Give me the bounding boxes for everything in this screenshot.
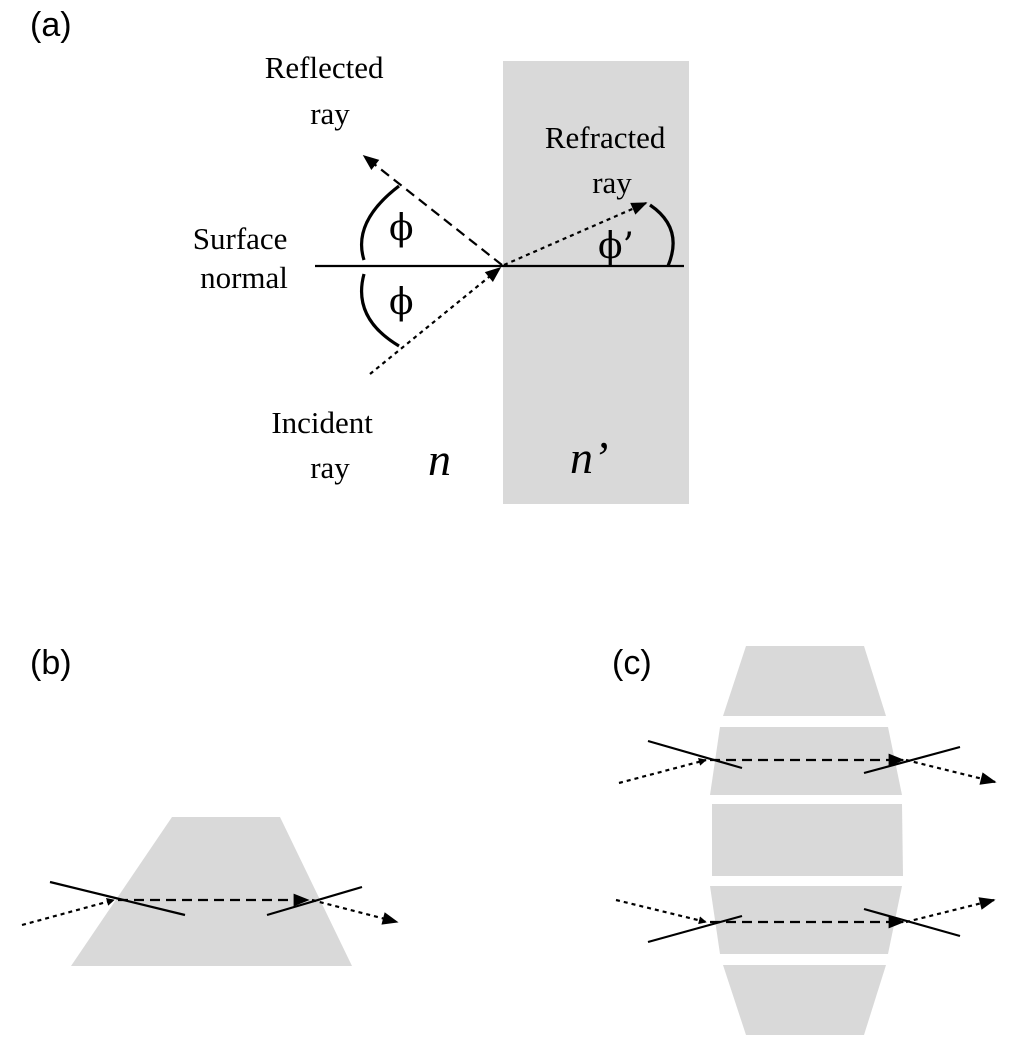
medium-inner-index: n’ [570, 432, 608, 483]
segment-bottom [723, 965, 886, 1035]
panel-b: (b) [21, 644, 399, 966]
lower-left-normal [647, 914, 743, 944]
prism-trapezoid [71, 817, 352, 966]
segment-top [723, 646, 886, 716]
lower-right-normal [863, 907, 961, 938]
incident-angle-symbol: ϕ [389, 282, 414, 323]
medium-outer-index: n [428, 434, 451, 485]
outgoing-ray [311, 898, 399, 925]
reflected-angle-symbol: ϕ [389, 208, 414, 249]
panel-a-tag: (a) [30, 6, 72, 44]
upper-right-normal [863, 745, 961, 775]
incident-ray [369, 266, 502, 375]
upper-incoming-ray [618, 757, 707, 785]
refracted-angle-symbol: ϕ’ [598, 226, 634, 267]
refracting-medium [503, 61, 689, 504]
refracted-ray [503, 201, 648, 267]
panel-a: (a) Reflected ray Refracted ray Surface … [30, 6, 689, 504]
panel-b-tag: (b) [30, 644, 72, 682]
surface-normal-label: Surface normal [193, 221, 295, 295]
lower-outgoing-ray [905, 897, 996, 924]
incoming-ray [21, 898, 115, 927]
segment-middle [712, 804, 903, 876]
reflected-angle-arc [359, 184, 400, 261]
segment-lower [710, 886, 902, 954]
incident-angle-arc [359, 273, 400, 348]
upper-outgoing-ray [905, 758, 997, 785]
panel-c: (c) [612, 644, 997, 1035]
reflected-ray [362, 155, 503, 266]
refracted-ray-label: Refracted ray [545, 120, 673, 200]
incident-ray-label: Incident ray [271, 405, 380, 485]
left-face-normal [49, 880, 186, 917]
lower-incoming-ray [615, 898, 707, 925]
upper-left-normal [647, 739, 743, 770]
panel-c-tag: (c) [612, 644, 652, 682]
reflected-ray-label: Reflected ray [265, 50, 392, 131]
refracted-angle-arc [649, 203, 675, 267]
